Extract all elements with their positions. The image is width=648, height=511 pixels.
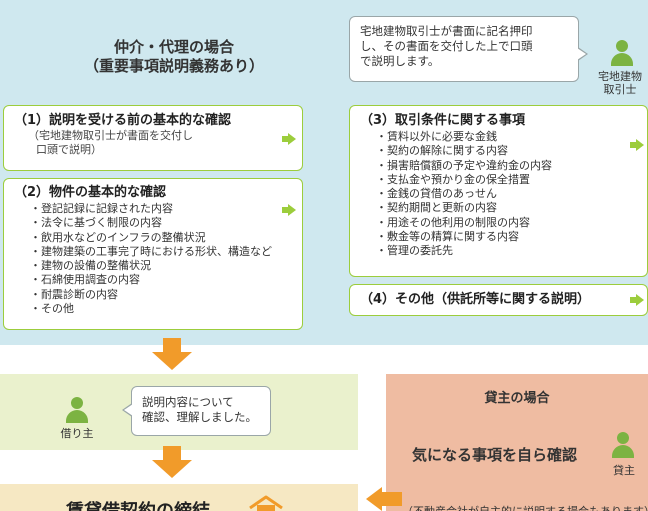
- list-item: 飲用水などのインフラの整備状況: [30, 231, 292, 245]
- speech-tail: [122, 403, 133, 417]
- agent-speech-line-3: で説明します。: [360, 54, 440, 68]
- title-line-1: 仲介・代理の場合: [113, 38, 234, 56]
- other-matters-box: （4）その他（供託所等に関する説明）: [349, 284, 648, 316]
- property-basics-box: （2）物件の基本的な確認 登記記録に記録された内容 法令に基づく制限の内容 飲用…: [3, 178, 303, 330]
- basic-confirmation-box: （1）説明を受ける前の基本的な確認 （宅地建物取引士が書面を交付し 口頭で説明）: [3, 105, 303, 171]
- contract-panel: [0, 484, 358, 511]
- lessor-note: （不動産会社が自主的に説明する場合もあります）: [402, 503, 648, 511]
- transaction-terms-list: 賃料以外に必要な金銭 契約の解除に関する内容 損害賠償額の予定や違約金の内容 支…: [360, 130, 637, 259]
- person-icon: [611, 40, 633, 66]
- agent-label-line-1: 宅地建物: [598, 70, 642, 83]
- person-icon: [66, 397, 88, 423]
- list-item: 用途その他利用の制限の内容: [376, 216, 637, 230]
- list-item: 法令に基づく制限の内容: [30, 216, 292, 230]
- agent-speech-line-2: し、その書面を交付した上で口頭: [360, 39, 533, 53]
- list-item: 石綿使用調査の内容: [30, 273, 292, 287]
- contract-title: 賃貸借契約の締結: [66, 497, 210, 511]
- title-line-2: （重要事項説明義務あり）: [83, 57, 264, 75]
- agent-label: 宅地建物 取引士: [592, 70, 648, 96]
- tenant-speech-line-2: 確認、理解しました。: [142, 410, 257, 424]
- lessor-label: 貸主: [613, 464, 635, 477]
- lessor-title: 貸主の場合: [484, 391, 550, 406]
- person-icon: [612, 432, 634, 458]
- lessor-confirm-text: 気になる事項を自ら確認: [412, 446, 578, 464]
- other-matters-heading: （4）その他（供託所等に関する説明）: [360, 292, 591, 307]
- list-item: 敷金等の精算に関する内容: [376, 230, 637, 244]
- arrow-down-icon: [152, 338, 192, 370]
- arrow-right-icon: [282, 204, 296, 216]
- basic-confirmation-sub-1: （宅地建物取引士が書面を交付し: [28, 129, 193, 142]
- tenant-speech-line-1: 説明内容について: [142, 395, 234, 409]
- tenant-speech-bubble: 説明内容について 確認、理解しました。: [122, 386, 271, 436]
- arrow-right-icon: [282, 133, 296, 145]
- arrow-down-icon: [152, 446, 192, 478]
- tenant-label: 借り主: [60, 427, 94, 440]
- list-item: 契約の解除に関する内容: [376, 144, 637, 158]
- list-item: 建物の設備の整備状況: [30, 259, 292, 273]
- property-basics-list: 登記記録に記録された内容 法令に基づく制限の内容 飲用水などのインフラの整備状況…: [14, 202, 292, 316]
- arrow-right-icon: [630, 139, 644, 151]
- property-basics-heading: （2）物件の基本的な確認: [14, 185, 167, 200]
- list-item: 登記記録に記録された内容: [30, 202, 292, 216]
- page-title: 仲介・代理の場合 （重要事項説明義務あり）: [40, 38, 308, 76]
- basic-confirmation-heading: （1）説明を受ける前の基本的な確認: [14, 113, 232, 128]
- agent-label-line-2: 取引士: [603, 83, 637, 96]
- list-item: 建物建築の工事完了時における形状、構造など: [30, 245, 292, 259]
- speech-tail: [577, 47, 588, 61]
- list-item: 損害賠償額の予定や違約金の内容: [376, 159, 637, 173]
- basic-confirmation-sub-2: 口頭で説明）: [36, 143, 102, 156]
- transaction-terms-box: （3）取引条件に関する事項 賃料以外に必要な金銭 契約の解除に関する内容 損害賠…: [349, 105, 648, 277]
- list-item: 賃料以外に必要な金銭: [376, 130, 637, 144]
- list-item: その他: [30, 302, 292, 316]
- list-item: 管理の委託先: [376, 244, 637, 258]
- lessor-panel: [386, 374, 648, 511]
- house-icon: [249, 495, 283, 511]
- arrow-right-icon: [630, 294, 644, 306]
- agent-speech-bubble: 宅地建物取引士が書面に記名押印 し、その書面を交付した上で口頭 で説明します。: [349, 16, 588, 82]
- transaction-terms-heading: （3）取引条件に関する事項: [360, 113, 526, 128]
- agent-speech-line-1: 宅地建物取引士が書面に記名押印: [360, 24, 533, 38]
- arrow-left-icon: [366, 487, 402, 511]
- list-item: 支払金や預かり金の保全措置: [376, 173, 637, 187]
- list-item: 耐震診断の内容: [30, 288, 292, 302]
- list-item: 金銭の貸借のあっせん: [376, 187, 637, 201]
- list-item: 契約期間と更新の内容: [376, 201, 637, 215]
